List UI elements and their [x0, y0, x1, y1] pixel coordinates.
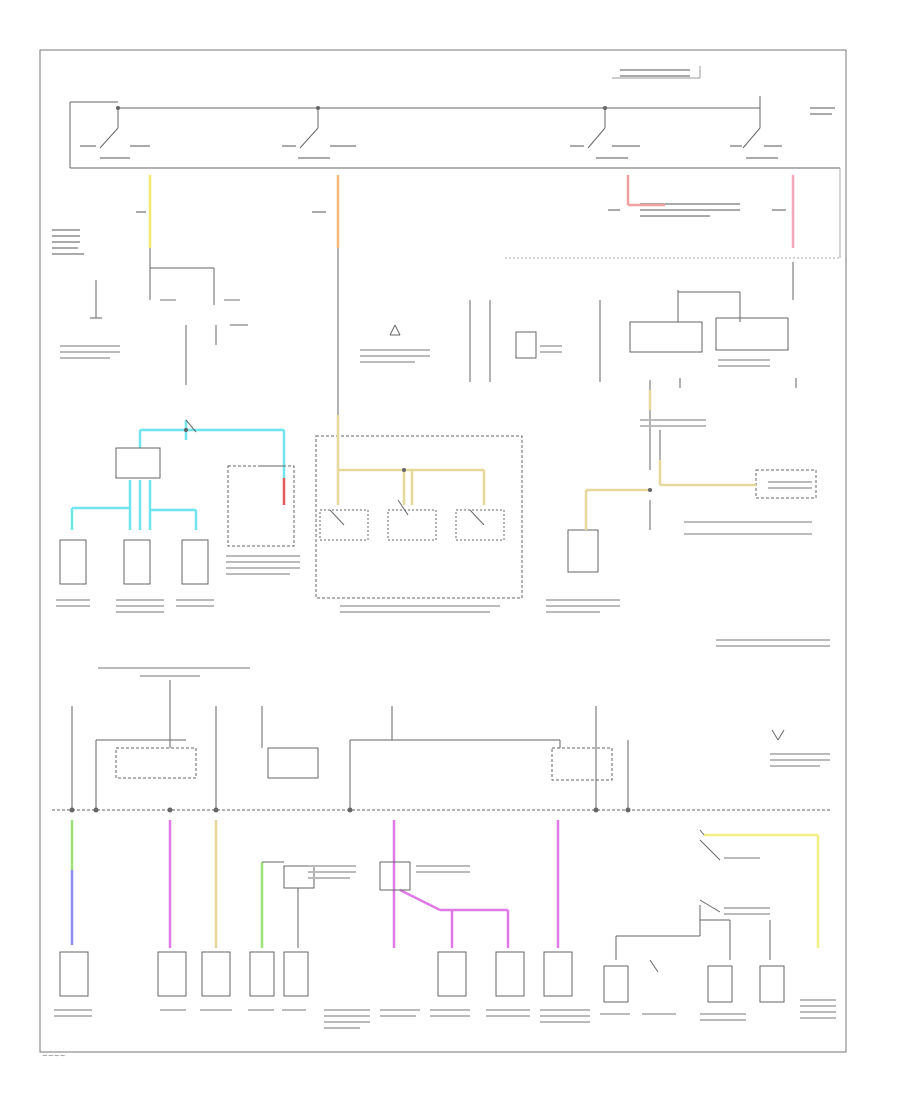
junction-dots [69, 106, 652, 813]
cyan-wires [70, 420, 286, 530]
lower-wires [70, 820, 820, 948]
tan-wires-center [336, 415, 486, 505]
diagram-frame [39, 49, 847, 1053]
lower-bus [52, 680, 830, 811]
tan-wires-right [584, 390, 756, 530]
page-marker: ~~~~ [42, 1052, 66, 1060]
fuse-relay-tier [90, 248, 797, 415]
left-control-module [59, 419, 295, 585]
faint-text-placeholders [52, 69, 835, 255]
top-wires [148, 175, 795, 248]
center-lamp-module [315, 435, 523, 599]
faint-text-mid [56, 299, 830, 677]
faint-text-bottom [54, 753, 836, 1029]
ignition-switch-block [69, 66, 841, 259]
lower-components [59, 829, 785, 1003]
